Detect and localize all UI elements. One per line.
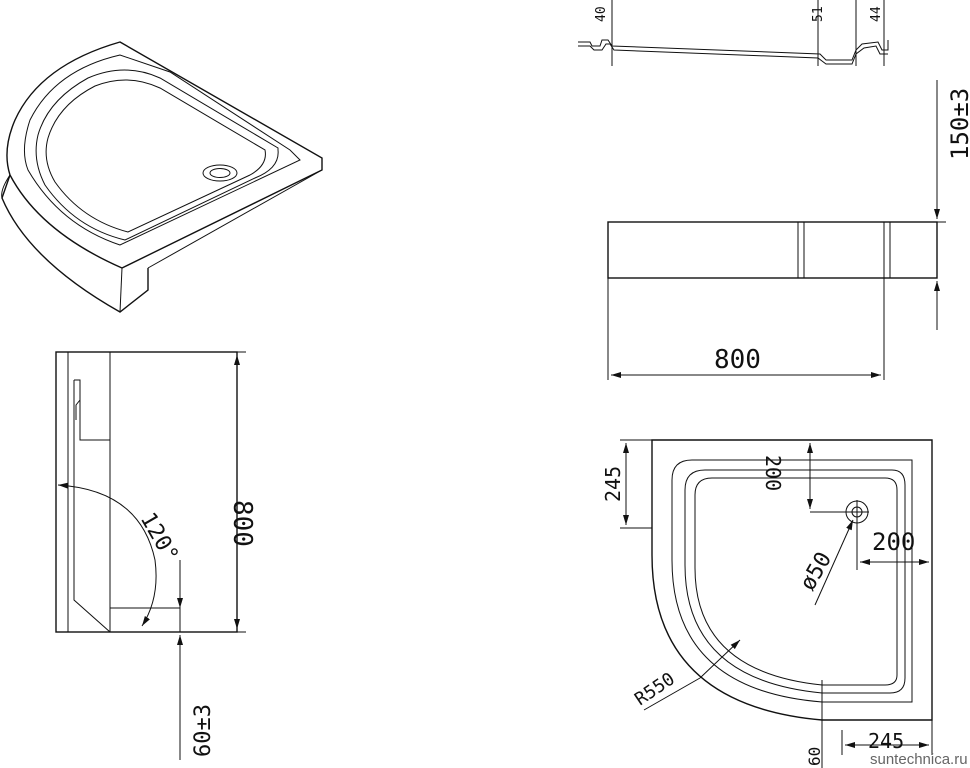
front-view bbox=[607, 80, 946, 380]
plan-view bbox=[620, 439, 933, 768]
dim-height-150: 150±3 bbox=[946, 88, 970, 160]
dimension-labels: 40 51 44 150±3 800 800 120° 60±3 245 200… bbox=[135, 6, 970, 768]
dim-angle-120: 120° bbox=[135, 509, 183, 567]
dim-leg-60: 60±3 bbox=[191, 704, 216, 757]
dim-width-800: 800 bbox=[714, 345, 761, 375]
dim-drain-50: ø50 bbox=[796, 548, 838, 595]
dim-plan-200-top: 200 bbox=[761, 455, 785, 491]
dim-length-800: 800 bbox=[227, 500, 257, 547]
watermark: suntechnica.ru bbox=[870, 751, 968, 768]
cross-section-view bbox=[578, 0, 889, 66]
dim-plan-245-left: 245 bbox=[601, 466, 625, 502]
dim-top-40: 40 bbox=[594, 6, 609, 22]
dim-top-44: 44 bbox=[869, 6, 884, 22]
side-view bbox=[55, 351, 246, 760]
isometric-view bbox=[1, 41, 323, 313]
dim-plan-200-right: 200 bbox=[872, 528, 915, 556]
dim-top-51: 51 bbox=[811, 6, 826, 22]
dim-plan-60-bottom: 60 bbox=[805, 747, 824, 766]
dim-plan-245-bottom: 245 bbox=[868, 729, 904, 753]
